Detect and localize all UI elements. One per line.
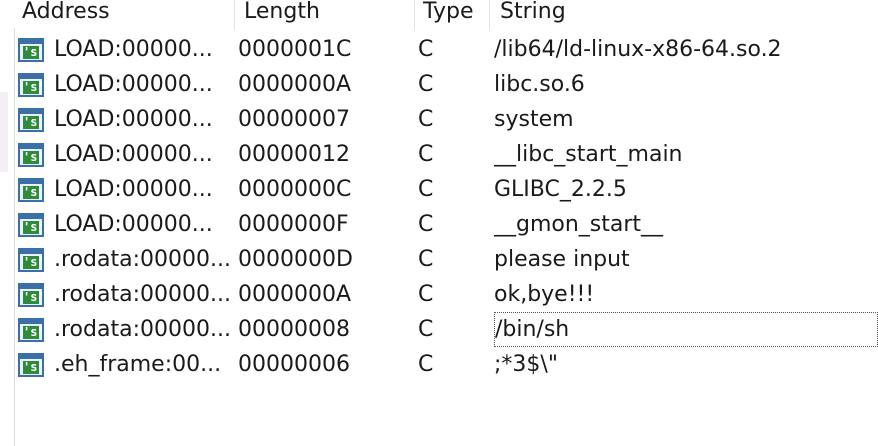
cell-length: 0000000A <box>238 282 352 307</box>
cell-address: LOAD:00000... <box>54 37 213 62</box>
table-row[interactable]: 's' LOAD:00000... 0000000C C GLIBC_2.2.5 <box>14 172 878 207</box>
icon-glyph: 's' <box>23 80 45 94</box>
string-literal-icon: 's' <box>18 178 45 202</box>
cell-address: .rodata:00000... <box>54 247 231 272</box>
cell-string: /bin/sh <box>494 312 878 347</box>
cell-type: C <box>418 142 434 167</box>
cell-length: 0000000A <box>238 72 352 97</box>
icon-titlebar <box>20 145 42 149</box>
cell-type: C <box>418 352 434 377</box>
cell-string: /lib64/ld-linux-x86-64.so.2 <box>494 37 782 62</box>
cell-type: C <box>418 317 434 342</box>
column-separator[interactable] <box>414 0 415 30</box>
cell-length: 00000012 <box>238 142 350 167</box>
icon-titlebar <box>20 110 42 114</box>
cell-string: ;*3$\" <box>494 352 558 377</box>
icon-glyph: 's' <box>23 325 45 339</box>
icon-glyph: 's' <box>23 150 45 164</box>
cell-length: 0000001C <box>238 37 352 62</box>
string-literal-icon: 's' <box>18 73 45 97</box>
strings-table: Address Length Type String 's' LOAD:00000… <box>14 0 878 446</box>
table-row[interactable]: 's' .rodata:00000... 00000008 C/bin/sh <box>14 312 878 347</box>
cell-string: libc.so.6 <box>494 72 585 97</box>
string-literal-icon: 's' <box>18 353 45 377</box>
icon-titlebar <box>20 320 42 324</box>
string-literal-icon: 's' <box>18 143 45 167</box>
string-literal-icon: 's' <box>18 38 45 62</box>
cell-address: LOAD:00000... <box>54 107 213 132</box>
icon-glyph: 's' <box>23 185 45 199</box>
cell-length: 0000000C <box>238 177 352 202</box>
cell-address: LOAD:00000... <box>54 72 213 97</box>
cell-address: LOAD:00000... <box>54 142 213 167</box>
table-row[interactable]: 's' .eh_frame:00... 00000006 C ;*3$\" <box>14 347 878 382</box>
cell-string: ok,bye!!! <box>494 282 595 307</box>
cell-length: 00000007 <box>238 107 350 132</box>
icon-titlebar <box>20 250 42 254</box>
cell-type: C <box>418 107 434 132</box>
cell-type: C <box>418 212 434 237</box>
string-literal-icon: 's' <box>18 318 45 342</box>
cell-address: LOAD:00000... <box>54 177 213 202</box>
icon-glyph: 's' <box>23 45 45 59</box>
cell-type: C <box>418 282 434 307</box>
cell-length: 0000000F <box>238 212 349 237</box>
cell-string: __libc_start_main <box>494 142 683 167</box>
cell-length: 0000000D <box>238 247 353 272</box>
icon-glyph: 's' <box>23 360 45 374</box>
column-header-string[interactable]: String <box>500 0 566 24</box>
table-row[interactable]: 's' LOAD:00000... 00000012 C __libc_start_ma… <box>14 137 878 172</box>
column-header-address[interactable]: Address <box>22 0 110 24</box>
icon-titlebar <box>20 75 42 79</box>
string-literal-icon: 's' <box>18 283 45 307</box>
cell-length: 00000008 <box>238 317 350 342</box>
icon-titlebar <box>20 180 42 184</box>
cell-string: GLIBC_2.2.5 <box>494 177 627 202</box>
cell-length: 00000006 <box>238 352 350 377</box>
cell-address: .eh_frame:00... <box>54 352 222 377</box>
cell-address: .rodata:00000... <box>54 317 231 342</box>
gutter-highlight <box>0 92 8 172</box>
cell-string: __gmon_start__ <box>494 212 664 237</box>
table-header: Address Length Type String <box>14 0 878 30</box>
cell-string: please input <box>494 247 630 272</box>
column-separator[interactable] <box>489 0 490 30</box>
icon-glyph: 's' <box>23 255 45 269</box>
icon-glyph: 's' <box>23 290 45 304</box>
column-header-type[interactable]: Type <box>423 0 474 24</box>
string-literal-icon: 's' <box>18 108 45 132</box>
string-literal-icon: 's' <box>18 213 45 237</box>
cell-address: .rodata:00000... <box>54 282 231 307</box>
icon-titlebar <box>20 215 42 219</box>
table-row[interactable]: 's' LOAD:00000... 0000000F C __gmon_start__ <box>14 207 878 242</box>
cell-type: C <box>418 37 434 62</box>
cell-type: C <box>418 72 434 97</box>
column-header-length[interactable]: Length <box>244 0 320 24</box>
icon-glyph: 's' <box>23 220 45 234</box>
left-gutter <box>0 0 15 446</box>
table-row[interactable]: 's' LOAD:00000... 0000001C C/lib64/ld-linux… <box>14 32 878 67</box>
cell-string: system <box>494 107 574 132</box>
cell-type: C <box>418 247 434 272</box>
icon-titlebar <box>20 40 42 44</box>
column-separator[interactable] <box>234 0 235 30</box>
icon-glyph: 's' <box>23 115 45 129</box>
icon-titlebar <box>20 355 42 359</box>
string-literal-icon: 's' <box>18 248 45 272</box>
cell-address: LOAD:00000... <box>54 212 213 237</box>
icon-titlebar <box>20 285 42 289</box>
cell-type: C <box>418 177 434 202</box>
